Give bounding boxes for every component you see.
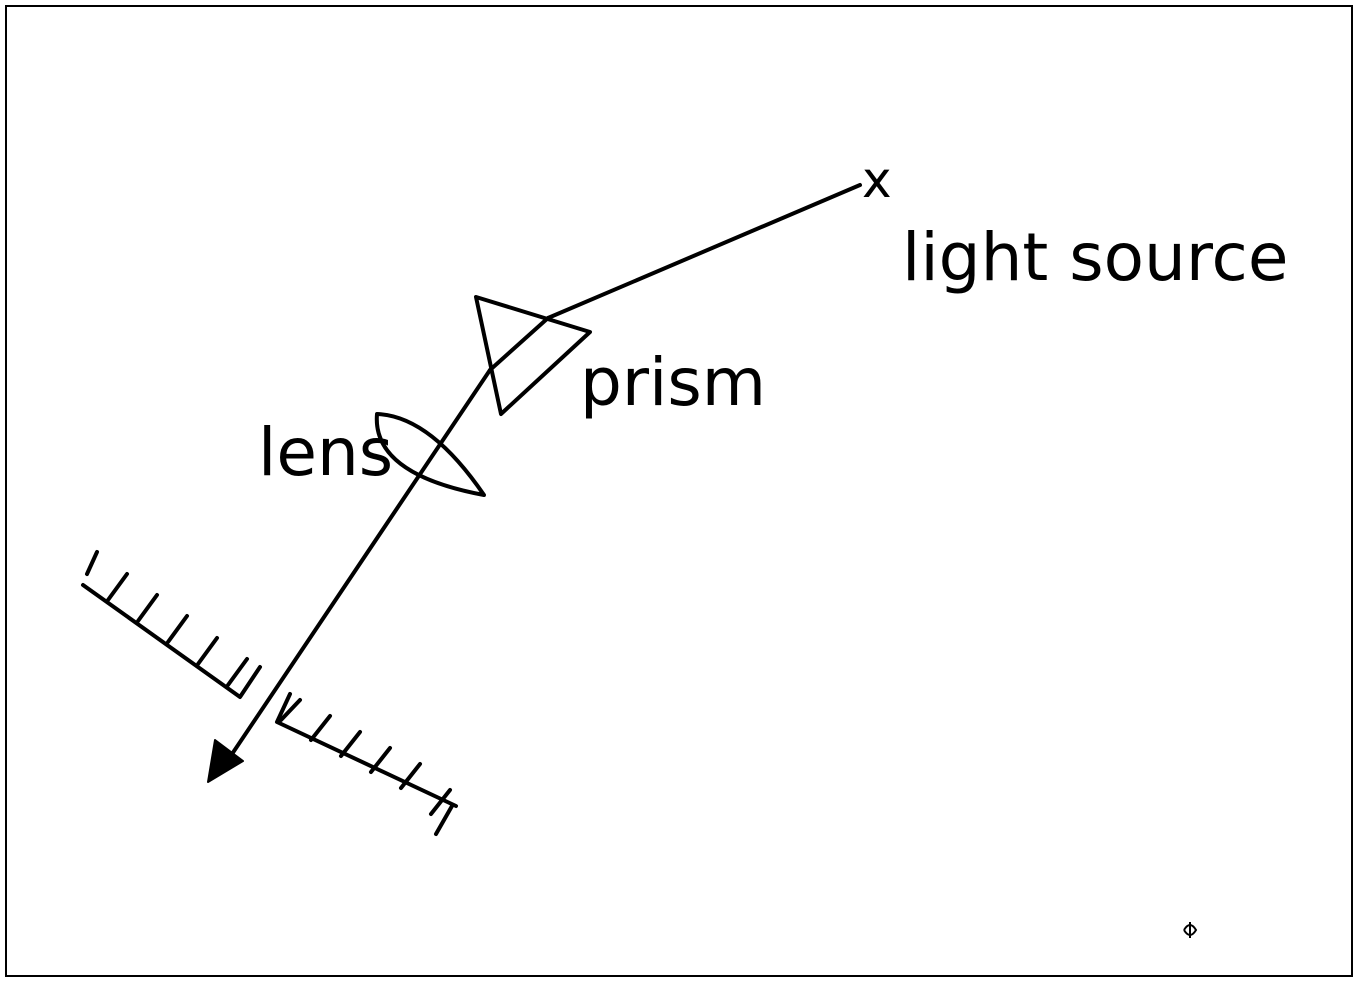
incoming-light-ray [546, 183, 862, 320]
prism-label: prism [580, 344, 766, 421]
ray-arrowhead [207, 739, 244, 783]
outgoing-light-ray [226, 368, 492, 762]
prism-shape [474, 295, 592, 416]
lens-shape [374, 412, 486, 497]
refracted-ray-in-prism [488, 316, 550, 372]
light-source-label: light source [902, 219, 1288, 296]
upper-slit-jaw [81, 550, 262, 699]
light-source-marker: x [862, 151, 892, 209]
lens-label: lens [258, 414, 393, 491]
lower-slit-jaw [275, 692, 458, 836]
page-mark [1183, 922, 1198, 938]
figure-border [5, 5, 1353, 977]
